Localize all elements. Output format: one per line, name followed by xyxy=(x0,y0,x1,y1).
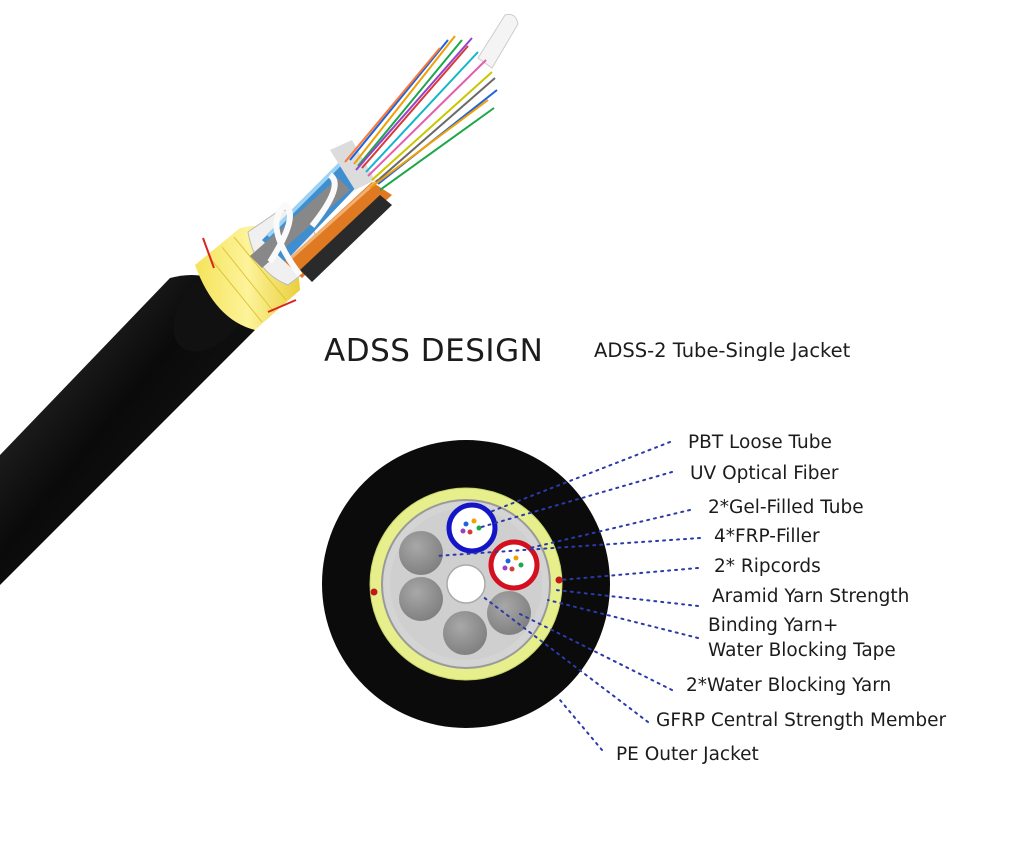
frp-filler xyxy=(399,577,443,621)
label-gel-filled-tube: 2*Gel-Filled Tube xyxy=(708,497,864,518)
central-member-rod xyxy=(477,13,519,69)
loose-tubes-shape xyxy=(250,140,392,282)
leader-pe-outer-jacket xyxy=(559,699,603,751)
label-uv-optical-fiber: UV Optical Fiber xyxy=(690,463,839,484)
diagram-title: ADSS DESIGN xyxy=(324,333,544,369)
label-pbt-loose-tube: PBT Loose Tube xyxy=(688,432,832,453)
outer-jacket-shape xyxy=(0,274,255,585)
label-gfrp-central-member: GFRP Central Strength Member xyxy=(656,710,947,731)
leader-uv-optical-fiber xyxy=(477,471,673,529)
ripcord xyxy=(370,588,378,596)
label-water-blocking-tape: Water Blocking Tape xyxy=(708,640,896,661)
leader-binding-yarn xyxy=(547,599,699,639)
leader-water-blocking-yarn xyxy=(519,613,673,691)
label-frp-filler: 4*FRP-Filler xyxy=(714,526,820,547)
label-binding-yarn: Binding Yarn+ xyxy=(708,615,839,636)
leader-aramid-yarn xyxy=(555,589,699,607)
leader-lines xyxy=(435,441,701,751)
fibers-in-tube xyxy=(460,518,524,572)
label-water-blocking-yarn: 2*Water Blocking Yarn xyxy=(686,675,892,696)
diagram-subtitle: ADSS-2 Tube-Single Jacket xyxy=(594,339,851,362)
frp-filler xyxy=(399,531,443,575)
leader-pbt-loose-tube xyxy=(489,441,671,513)
label-pe-outer-jacket: PE Outer Jacket xyxy=(616,744,759,765)
blue-loose-tube xyxy=(446,502,498,554)
red-loose-tube xyxy=(488,539,540,591)
leader-frp-filler xyxy=(435,537,701,557)
frp-filler xyxy=(443,611,487,655)
gfrp-central-member xyxy=(446,564,486,604)
leader-gfrp-central-member xyxy=(481,595,649,723)
cable-3d-view xyxy=(0,13,519,585)
label-ripcords: 2* Ripcords xyxy=(714,556,821,577)
ripcord xyxy=(555,576,563,584)
leader-ripcords xyxy=(559,567,699,581)
optical-fibers-shape xyxy=(344,35,498,191)
leader-gel-filled-tube xyxy=(529,509,691,549)
cross-section xyxy=(322,440,610,728)
label-aramid-yarn: Aramid Yarn Strength xyxy=(712,586,910,607)
